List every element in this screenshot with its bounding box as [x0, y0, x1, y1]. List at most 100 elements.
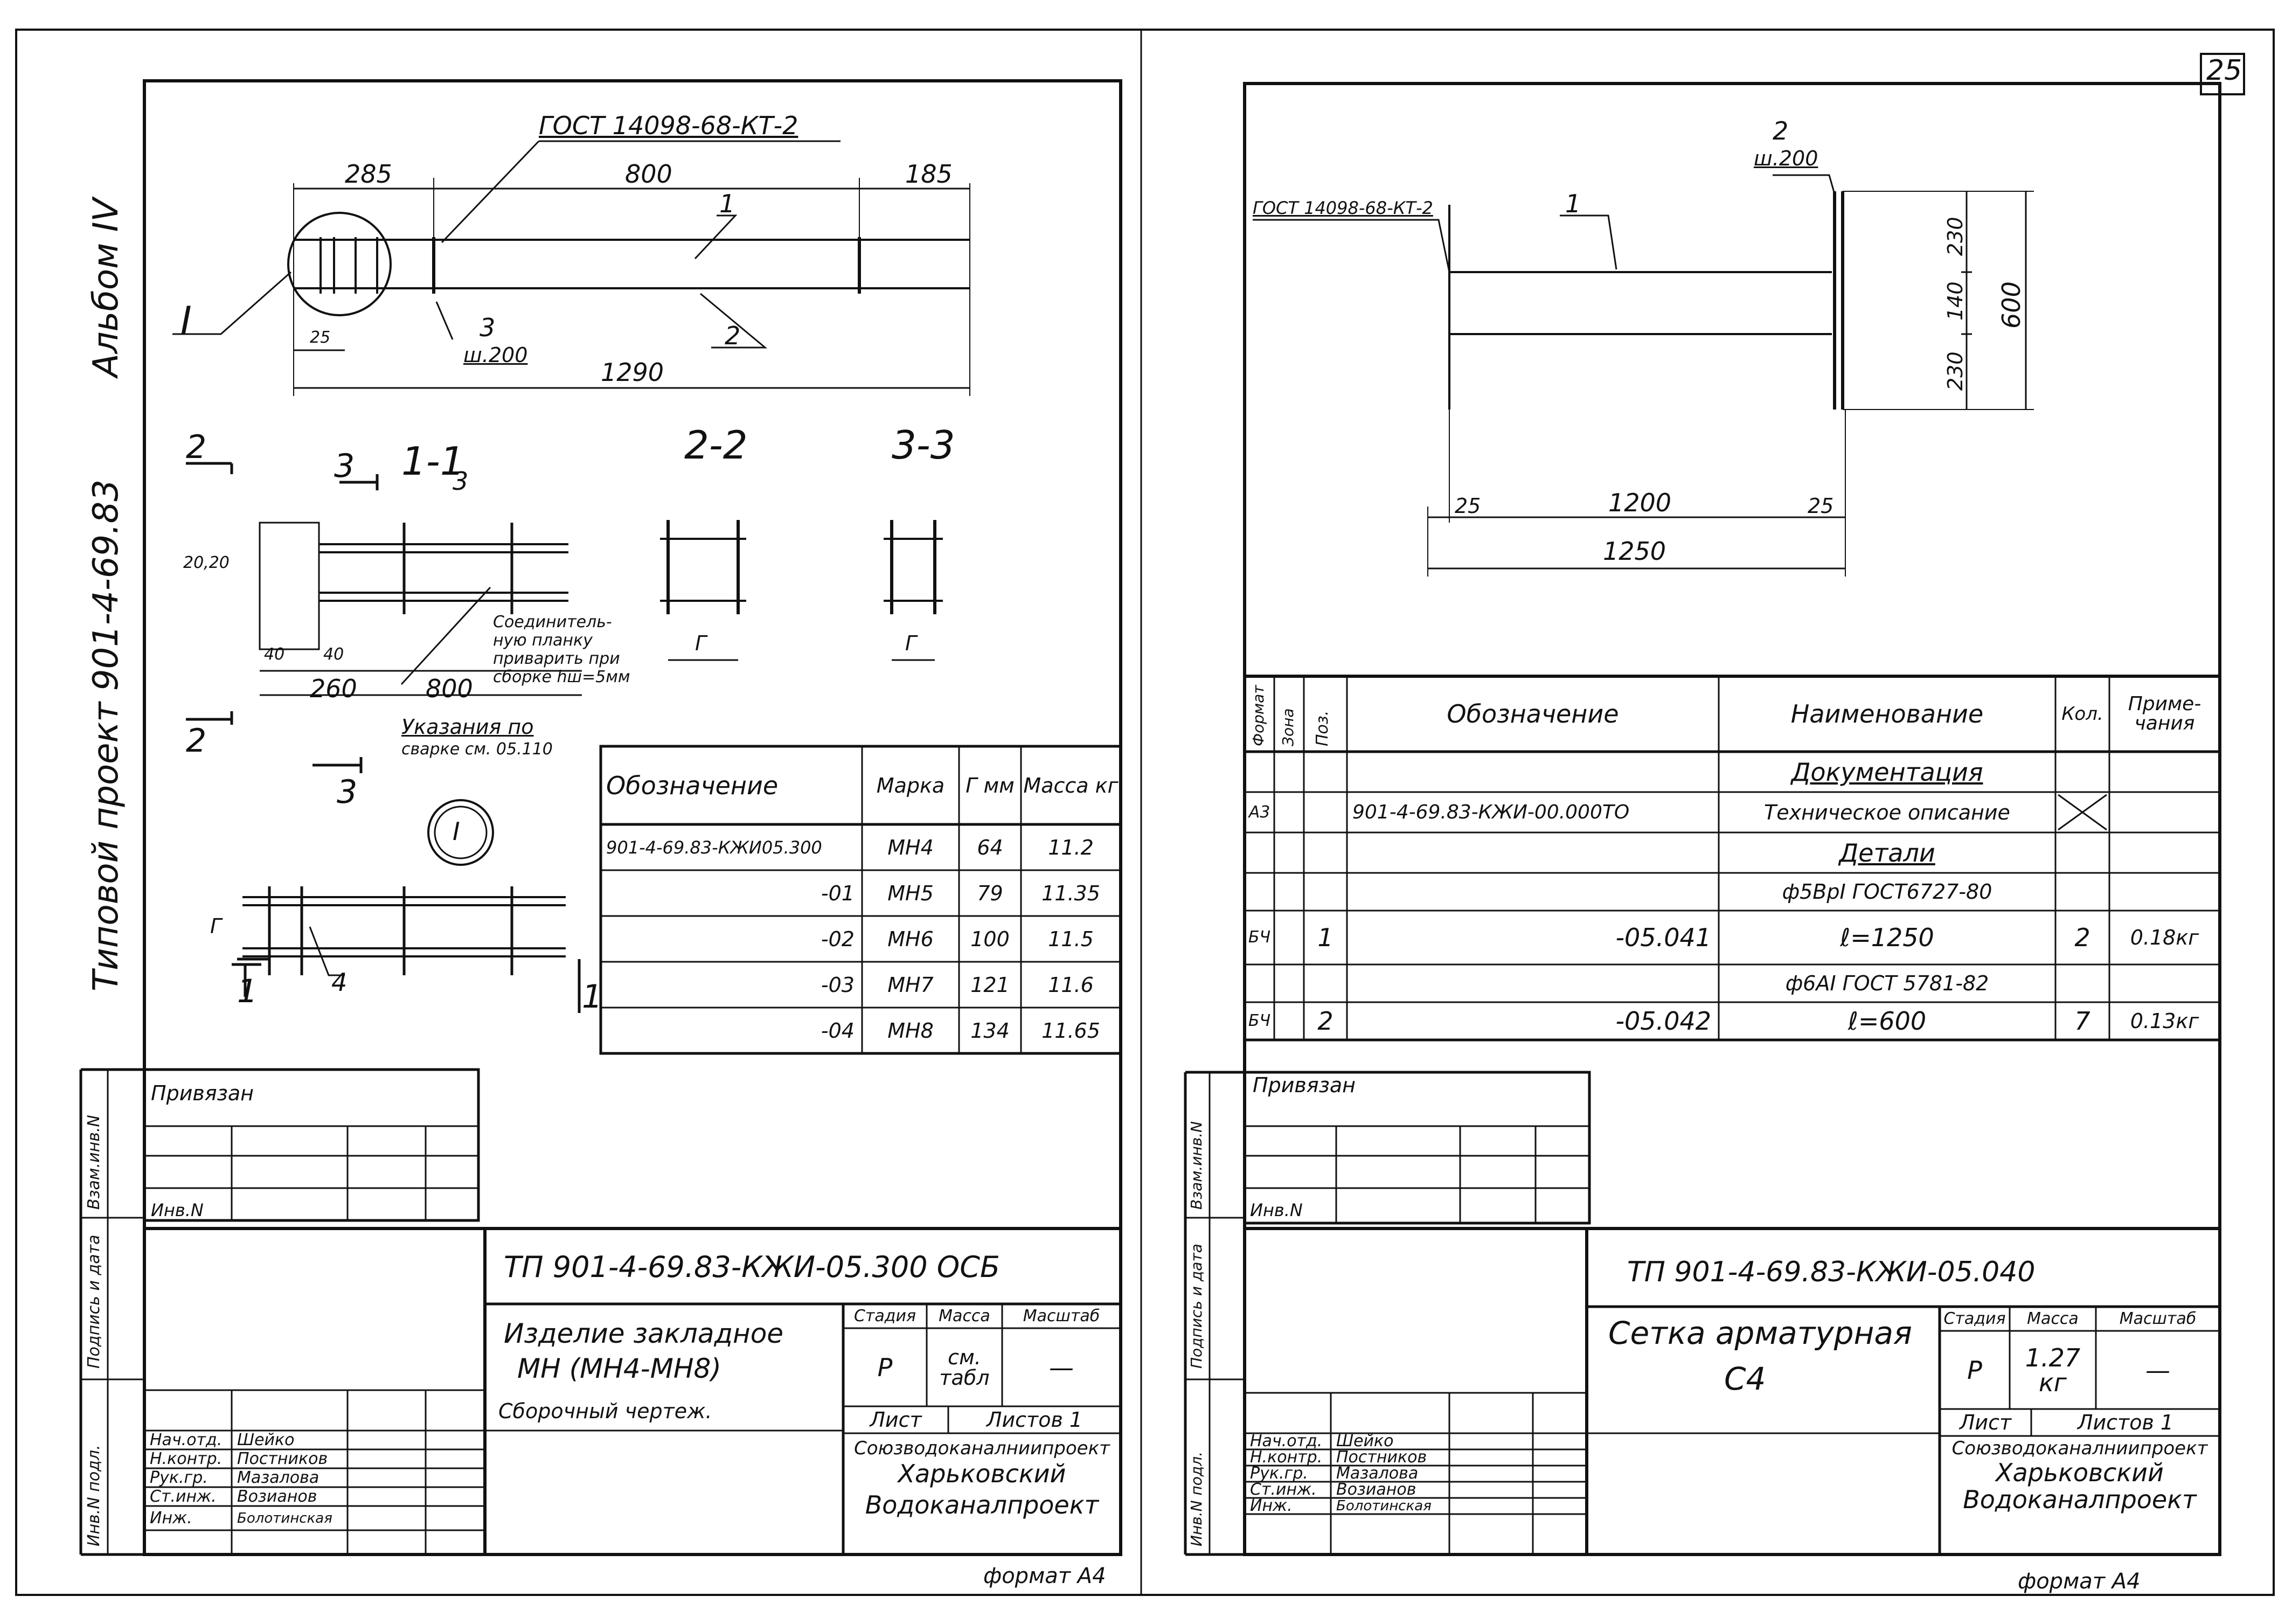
right-org-line3: Водоканалпроект: [1963, 1484, 2197, 1514]
project-label: Типовой проект 901-4-69.83: [86, 479, 126, 991]
spec-row-0-name: Документация: [1791, 757, 1983, 787]
right-signer-1-name: Постников: [1336, 1448, 1427, 1467]
dim-40a: 40: [264, 645, 285, 664]
right-signer-4-name: Болотинская: [1336, 1498, 1432, 1514]
gost-callout-left: ГОСТ 14098-68-КТ-2: [539, 111, 798, 140]
gost-callout-right: ГОСТ 14098-68-КТ-2: [1253, 198, 1433, 218]
right-side-stamp-inv: Инв.N подл.: [1187, 1451, 1205, 1546]
right-dim-1200: 1200: [1608, 488, 1672, 517]
dim-25: 25: [310, 328, 331, 347]
marks-row-2-gamma: 100: [970, 927, 1010, 951]
pos-2-label: 2: [725, 321, 741, 350]
left-signer-4-name: Болотинская: [237, 1510, 332, 1526]
marks-row-4-designation: -04: [821, 1018, 855, 1043]
right-frame: [1243, 82, 2221, 1556]
left-org-line2: Харьковский: [898, 1459, 1066, 1488]
spec-row-6-format: БЧ: [1248, 1011, 1271, 1030]
section-title-1-1: 1-1: [401, 439, 465, 484]
right-dim-25a: 25: [1455, 494, 1481, 518]
left-stage-value: Р: [877, 1352, 893, 1382]
right-scale-label: Масштаб: [2119, 1309, 2197, 1328]
spec-row-1-designation: 901-4-69.83-КЖИ-00.000ТО: [1352, 801, 1630, 823]
right-signer-1-role: Н.контр.: [1250, 1448, 1323, 1467]
marks-row-1-mark: МН5: [887, 881, 934, 905]
marks-row-4-gamma: 134: [970, 1018, 1010, 1043]
marks-row-4-mass: 11.65: [1041, 1018, 1100, 1043]
left-title-line1: Изделие закладное: [504, 1318, 784, 1349]
right-dim-25b: 25: [1808, 494, 1834, 518]
spec-row-4-note: 0.18кг: [2130, 926, 2199, 949]
marks-th-gamma: Г мм: [966, 773, 1015, 797]
spec-row-5-name: ф6АI ГОСТ 5781-82: [1785, 971, 1989, 995]
left-signer-0-name: Шейко: [237, 1430, 295, 1449]
left-side-stamp-replace: Взам.инв.N: [85, 1115, 103, 1210]
dim-1290: 1290: [601, 358, 664, 387]
section-marker-1b: 1: [582, 978, 603, 1016]
left-title-line2: МН (МН4-МН8): [517, 1353, 721, 1384]
right-sheet-label: Лист: [1959, 1411, 2012, 1434]
left-doc-code: ТП 901-4-69.83-КЖИ-05.300 ОСБ: [504, 1250, 1000, 1284]
section-marker-1a: 1: [237, 973, 258, 1010]
right-signer-0-role: Нач.отд.: [1250, 1432, 1323, 1451]
page-number: 25: [2206, 54, 2242, 87]
marks-row-0-mark: МН4: [887, 835, 934, 859]
right-pos2: 2: [1773, 116, 1789, 145]
right-pos1: 1: [1565, 189, 1581, 218]
marks-row-0-designation: 901-4-69.83-КЖИ05.300: [606, 837, 822, 858]
outer-border: [15, 29, 2275, 1596]
right-privyazan: Привязан: [1253, 1073, 1356, 1097]
left-format: формат А4: [983, 1564, 1106, 1588]
right-stage-label: Стадия: [1943, 1309, 2006, 1328]
marks-th-mark: Марка: [876, 773, 945, 797]
section-title-2-2: 2-2: [684, 422, 748, 468]
step-label-left: ш.200: [463, 343, 528, 367]
pos-3-label: 3: [480, 313, 496, 342]
right-doc-code: ТП 901-4-69.83-КЖИ-05.040: [1627, 1256, 2036, 1288]
marks-row-3-designation: -03: [821, 973, 855, 997]
right-signer-2-name: Мазалова: [1336, 1464, 1419, 1483]
connect-note: Соединитель- ную планку приварить при сб…: [493, 613, 630, 686]
pos-1-label: 1: [719, 189, 735, 218]
marks-th-designation: Обозначение: [606, 771, 779, 800]
spec-th-note: Приме-чания: [2128, 693, 2201, 734]
spec-row-6-qty: 7: [2074, 1007, 2090, 1036]
marks-row-1-gamma: 79: [977, 881, 1003, 905]
right-dim-600: 600: [1997, 281, 2026, 329]
left-signer-2-name: Мазалова: [237, 1468, 320, 1487]
right-stage-value: Р: [1967, 1355, 1982, 1385]
right-scale-value: —: [2145, 1355, 2170, 1385]
album-label: Альбом IV: [86, 198, 126, 377]
right-title-line1: Сетка арматурная: [1608, 1315, 1912, 1351]
marks-row-2-designation: -02: [821, 927, 855, 951]
spec-th-designation: Обозначение: [1447, 699, 1619, 728]
pos-4-label: 4: [331, 968, 348, 997]
right-signer-3-role: Ст.инж.: [1250, 1480, 1317, 1499]
spec-row-2-name: Детали: [1839, 838, 1935, 867]
right-side-stamp-sign: Подпись и дата: [1187, 1244, 1205, 1369]
left-side-stamp-inv: Инв.N подл.: [85, 1445, 103, 1546]
marks-row-2-mark: МН6: [887, 927, 934, 951]
marks-row-3-gamma: 121: [970, 973, 1010, 997]
right-org-line2: Харьковский: [1996, 1458, 2164, 1487]
left-signer-2-role: Рук.гр.: [150, 1468, 208, 1487]
spec-row-6-pos: 2: [1317, 1007, 1333, 1036]
right-mass-value: 1.27 кг: [2025, 1343, 2081, 1397]
right-format: формат А4: [2018, 1569, 2141, 1594]
right-mass-label: Масса: [2027, 1309, 2079, 1328]
marks-row-1-designation: -01: [821, 881, 855, 905]
spec-th-qty: Кол.: [2061, 703, 2103, 725]
spec-th-pos: Поз.: [1313, 710, 1332, 746]
left-signer-0-role: Нач.отд.: [150, 1430, 223, 1449]
dim-800-section: 800: [426, 674, 473, 703]
right-step-label: ш.200: [1754, 147, 1818, 170]
spec-row-1-format: А3: [1248, 802, 1270, 822]
spec-row-3-name: ф5ВрI ГОСТ6727-80: [1782, 880, 1992, 904]
spec-row-6-note: 0.13кг: [2130, 1009, 2199, 1033]
welding-note: Указания по сварке см. 05.110: [401, 715, 553, 759]
left-scale-label: Масштаб: [1023, 1306, 1100, 1325]
spec-row-4-format: БЧ: [1248, 928, 1271, 947]
gamma-2-2: Г: [695, 631, 707, 655]
left-mass-value: см. табл: [939, 1345, 990, 1390]
marks-th-mass: Масса кг: [1023, 773, 1119, 797]
